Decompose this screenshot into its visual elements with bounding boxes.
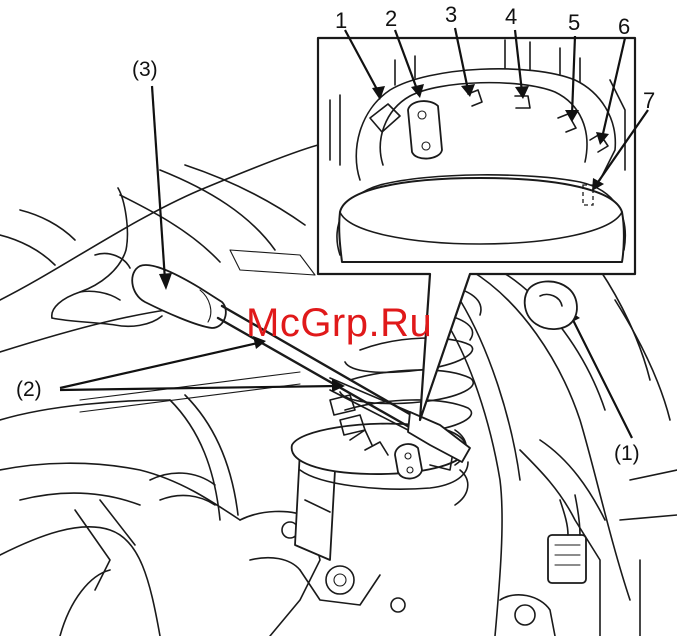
detail-position-5: 5	[568, 10, 580, 35]
detail-position-1: 1	[335, 8, 347, 33]
callout-spring-adjuster-label: (1)	[614, 442, 640, 465]
callout-tool-grip-label: (3)	[132, 58, 158, 81]
watermark: McGrp.Ru	[246, 301, 432, 345]
detail-position-3: 3	[445, 2, 457, 27]
spring-adjuster-ring	[525, 281, 577, 329]
detail-position-6: 6	[618, 14, 630, 39]
detail-position-4: 4	[505, 4, 517, 29]
detail-position-7: 7	[643, 88, 655, 113]
callout-tool-shaft-label: (2)	[16, 378, 42, 401]
detail-position-2: 2	[385, 6, 397, 31]
detail-inset	[318, 28, 648, 420]
